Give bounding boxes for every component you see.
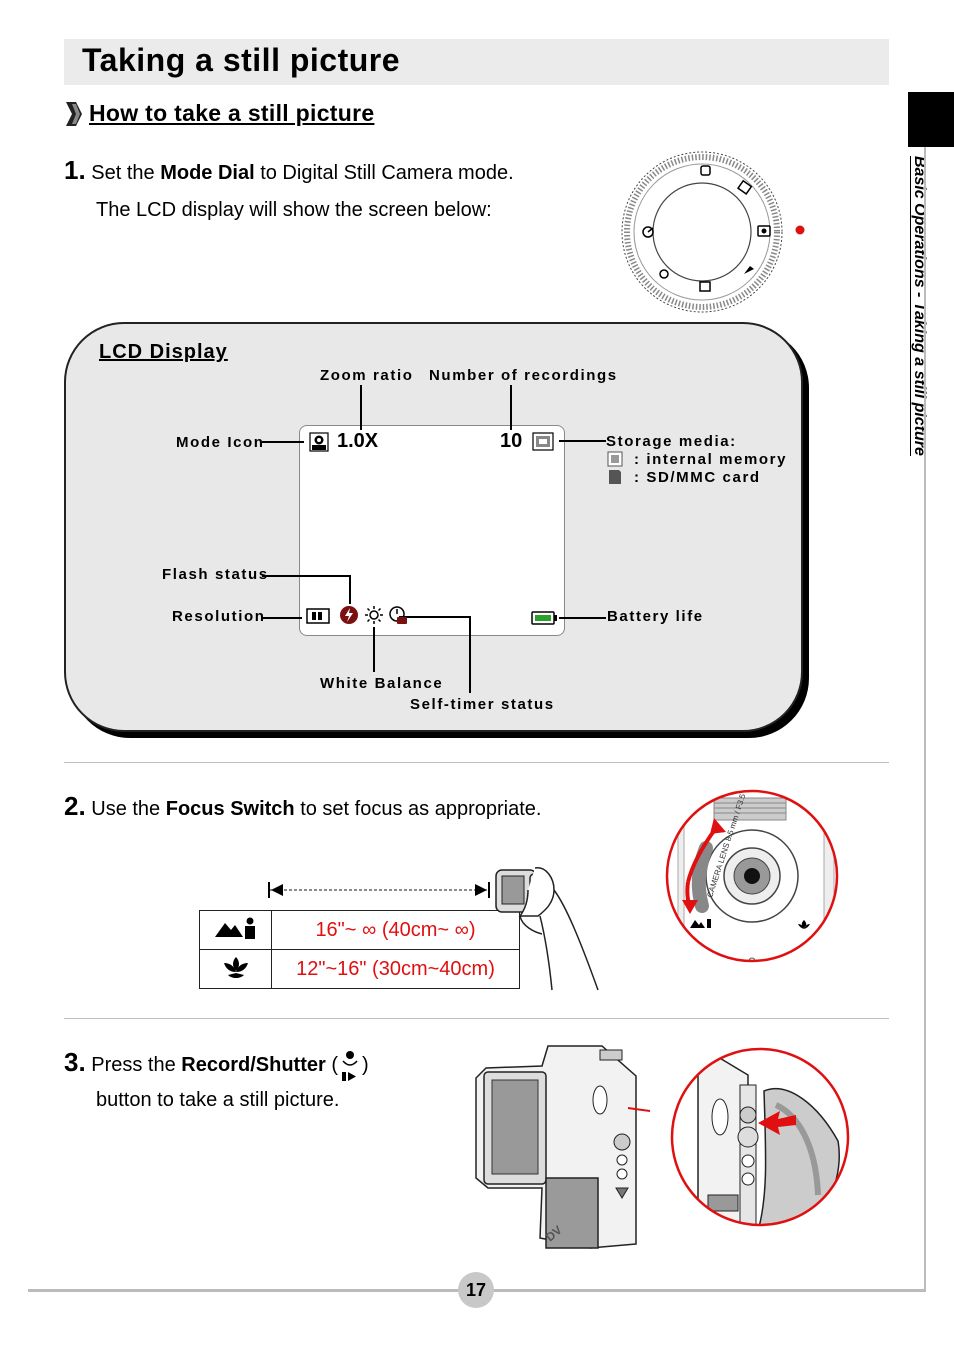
separator-1 bbox=[64, 762, 889, 763]
label-internal-memory: : internal memory bbox=[634, 451, 788, 468]
lcd-screen bbox=[299, 425, 565, 636]
label-self-timer-status: Self-timer status bbox=[410, 696, 555, 713]
step-3-line-2: button to take a still picture. bbox=[96, 1089, 340, 1111]
white-balance-sun-icon bbox=[365, 606, 383, 624]
resolution-icon bbox=[306, 608, 330, 624]
self-timer-icon bbox=[389, 606, 407, 624]
label-flash-status: Flash status bbox=[162, 566, 269, 583]
step-3: 3. Press the Record/Shutter ( ) bbox=[64, 1048, 369, 1083]
step-2-text-pre: Use the bbox=[91, 798, 166, 820]
page-number: 17 bbox=[458, 1272, 494, 1308]
section-tab bbox=[908, 92, 954, 147]
section-bullet-icon bbox=[66, 102, 82, 126]
step-2-number: 2. bbox=[64, 791, 86, 821]
macro-mode-icon bbox=[798, 920, 810, 929]
focus-range-table: 16"~ ∞ (40cm~ ∞) 12"~16" (30cm~40cm) bbox=[199, 910, 520, 989]
step-2-text-post: to set focus as appropriate. bbox=[294, 798, 542, 820]
separator-2 bbox=[64, 1018, 889, 1019]
step-3-text-pre: Press the bbox=[91, 1054, 182, 1076]
normal-mode-icon bbox=[690, 919, 711, 928]
lcd-display-heading: LCD Display bbox=[99, 341, 228, 363]
label-battery-life: Battery life bbox=[607, 608, 704, 625]
normal-focus-cell bbox=[199, 910, 272, 950]
step-2: 2. Use the Focus Switch to set focus as … bbox=[64, 792, 541, 823]
step-1: 1. Set the Mode Dial to Digital Still Ca… bbox=[64, 156, 514, 187]
section-heading: How to take a still picture bbox=[89, 100, 375, 126]
step-1-line-2: The LCD display will show the screen bel… bbox=[96, 199, 492, 221]
lcd-leader-lines bbox=[262, 385, 606, 693]
step-1-number: 1. bbox=[64, 155, 86, 185]
label-mode-icon: Mode Icon bbox=[176, 434, 265, 451]
internal-memory-icon bbox=[532, 432, 554, 451]
page-title: Taking a still picture bbox=[82, 42, 401, 78]
zoom-ratio-value: 1.0X bbox=[337, 430, 379, 452]
label-resolution: Resolution bbox=[172, 608, 266, 625]
title-bar bbox=[64, 39, 889, 85]
focus-switch-term: Focus Switch bbox=[165, 798, 295, 820]
macro-focus-cell bbox=[199, 949, 272, 989]
distance-arrow-icon bbox=[268, 882, 490, 898]
sd-card-legend-icon bbox=[609, 470, 621, 484]
flash-status-icon bbox=[340, 606, 358, 624]
step-1-text-post: to Digital Still Camera mode. bbox=[254, 162, 514, 184]
step-3-number: 3. bbox=[64, 1047, 86, 1077]
shutter-button-closeup-illustration bbox=[670, 1047, 850, 1227]
mode-dial-illustration bbox=[621, 151, 805, 313]
focus-switch-closeup-illustration: CAMERA LENS 8.5 mm / F3.5 bbox=[665, 789, 839, 963]
table-row: 12"~16" (30cm~40cm) bbox=[199, 949, 520, 989]
table-row: 16"~ ∞ (40cm~ ∞) bbox=[199, 910, 520, 950]
step-3-paren-close: ) bbox=[361, 1054, 369, 1076]
macro-focus-range: 12"~16" (30cm~40cm) bbox=[271, 949, 520, 989]
hand-holding-camera-illustration bbox=[495, 867, 599, 991]
battery-icon bbox=[531, 611, 557, 625]
label-number-of-recordings: Number of recordings bbox=[429, 367, 618, 384]
internal-memory-legend-icon bbox=[607, 451, 623, 467]
macro-flower-icon bbox=[223, 956, 248, 978]
step-1-text-pre: Set the bbox=[91, 162, 161, 184]
camcorder-illustration: DV bbox=[475, 1045, 650, 1249]
mountain-person-icon bbox=[214, 917, 255, 939]
mode-dial-term: Mode Dial bbox=[160, 162, 255, 184]
normal-focus-range: 16"~ ∞ (40cm~ ∞) bbox=[271, 910, 520, 950]
camera-mode-icon bbox=[309, 432, 329, 452]
page-frame-right bbox=[924, 147, 926, 1291]
side-section-label: Basic Operations - Taking a still pictur… bbox=[911, 156, 928, 456]
label-zoom-ratio: Zoom ratio bbox=[320, 367, 414, 384]
label-white-balance: White Balance bbox=[320, 675, 444, 692]
label-storage-media: Storage media: bbox=[606, 433, 737, 450]
recordings-count-value: 10 bbox=[500, 430, 523, 452]
record-shutter-icon bbox=[341, 1050, 358, 1081]
label-sd-mmc-card: : SD/MMC card bbox=[634, 469, 761, 486]
step-3-paren-open: ( bbox=[325, 1054, 338, 1076]
record-shutter-term: Record/Shutter bbox=[181, 1054, 326, 1076]
